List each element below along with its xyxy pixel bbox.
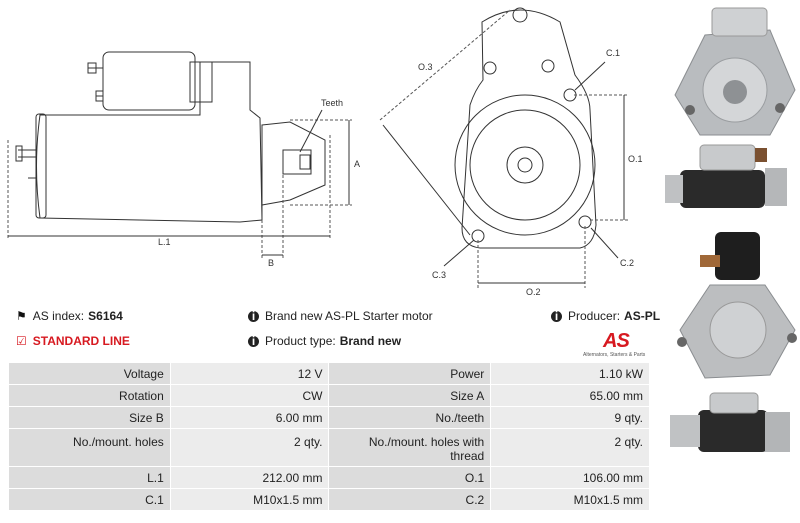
tag-icon: ⚑: [16, 309, 27, 323]
spec-value: 106.00 mm: [490, 466, 650, 489]
photo-rear-view: [677, 232, 797, 379]
spec-label: No./mount. holes: [8, 428, 171, 467]
photo-front-view: [674, 7, 796, 136]
product-line-text: STANDARD LINE: [32, 334, 130, 348]
label-c2: C.2: [620, 258, 634, 268]
spec-label: O.1: [328, 466, 492, 489]
as-index-value: S6164: [88, 309, 123, 323]
spec-label: Size B: [8, 406, 171, 429]
as-index: ⚑ AS index: S6164: [16, 309, 123, 323]
info-icon: i: [248, 335, 259, 347]
spec-value: 9 qty.: [490, 406, 650, 429]
photo-side-view-alt: [670, 392, 790, 452]
spec-label: Voltage: [8, 362, 171, 385]
spec-value: 12 V: [169, 362, 330, 385]
spec-label: Rotation: [8, 384, 171, 407]
spec-value: 65.00 mm: [490, 384, 650, 407]
product-type-value: Brand new: [339, 334, 402, 348]
spec-value: M10x1.5 mm: [169, 488, 330, 511]
spec-label: No./mount. holes with thread: [328, 428, 492, 467]
label-c1: C.1: [606, 48, 620, 58]
label-l1: L.1: [158, 237, 171, 247]
pinion: [282, 149, 312, 175]
producer: i Producer: AS-PL: [551, 309, 660, 323]
housing-circle: [454, 94, 596, 236]
spec-value: M10x1.5 mm: [490, 488, 650, 511]
spec-value: 212.00 mm: [169, 466, 330, 489]
spec-value: 6.00 mm: [169, 406, 330, 429]
technical-drawing: Teeth A B L.1 O.1 O.2 O.3 C.1 C.2 C.3: [7, 7, 643, 297]
spec-label: C.1: [8, 488, 171, 511]
spec-label: L.1: [8, 466, 171, 489]
photo-side-view: [665, 144, 787, 208]
description-text: Brand new AS-PL Starter motor: [265, 309, 433, 323]
producer-label: Producer:: [568, 309, 621, 323]
logo-tagline: Alternators, Starters & Parts: [583, 352, 646, 358]
rear-cover: [35, 113, 47, 219]
label-teeth: Teeth: [321, 98, 343, 108]
spec-value: 2 qty.: [490, 428, 650, 467]
product-type: i Product type: Brand new: [248, 334, 401, 348]
label-b: B: [268, 258, 274, 268]
product-line: ☑ STANDARD LINE: [16, 334, 130, 348]
solenoid-cap: [189, 61, 213, 103]
label-c3: C.3: [432, 270, 446, 280]
product-photos: [665, 7, 797, 452]
logo-mark: AS: [603, 330, 630, 352]
spec-value: 2 qty.: [169, 428, 330, 467]
info-icon: i: [551, 310, 562, 322]
spec-value: 1.10 kW: [490, 362, 650, 385]
spec-label: C.2: [328, 488, 492, 511]
label-o1: O.1: [628, 154, 643, 164]
mounting-flange: [461, 9, 597, 249]
label-a: A: [354, 159, 360, 169]
checkbox-icon: ☑: [16, 334, 27, 348]
as-pl-logo: AS Alternators, Starters & Parts: [583, 330, 653, 360]
spec-value: CW: [169, 384, 330, 407]
motor-housing: [36, 61, 263, 223]
label-o2: O.2: [526, 287, 541, 297]
solenoid-body: [102, 51, 196, 111]
spec-label: Power: [328, 362, 492, 385]
spec-label: Size A: [328, 384, 492, 407]
product-type-label: Product type:: [265, 334, 336, 348]
producer-value: AS-PL: [624, 309, 661, 323]
drive-nose: [261, 121, 326, 206]
info-icon: i: [248, 310, 259, 322]
as-index-label: AS index:: [32, 309, 85, 323]
description: i Brand new AS-PL Starter motor: [248, 309, 433, 323]
spec-label: No./teeth: [328, 406, 492, 429]
label-o3: O.3: [418, 62, 433, 72]
